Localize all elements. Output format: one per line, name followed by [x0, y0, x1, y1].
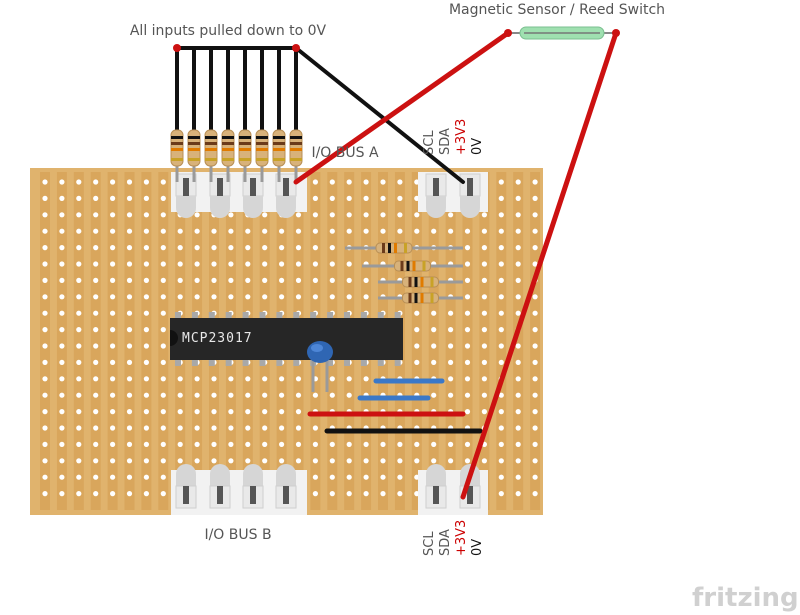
mcp23017-chip: MCP23017: [170, 312, 403, 366]
pulldown-resistors: [170, 48, 303, 182]
pulldown-resistor: [289, 129, 303, 167]
header-pin: [175, 464, 197, 509]
sensor-note: Magnetic Sensor / Reed Switch: [449, 2, 665, 18]
copper-strip: [40, 172, 50, 510]
copper-strip: [124, 172, 135, 510]
bottom-pin-sda: SDA: [438, 529, 453, 556]
header-pin: [425, 464, 447, 509]
bottom-pin-0v: 0V: [470, 539, 485, 556]
pulldown-resistor: [272, 129, 286, 167]
copper-strip: [496, 172, 507, 510]
bias-resistor: [375, 242, 413, 254]
copper-strip: [90, 172, 101, 510]
copper-strip: [158, 172, 169, 510]
copper-strip: [73, 172, 84, 510]
pulldown-note: All inputs pulled down to 0V: [130, 23, 327, 39]
header-pin: [209, 173, 231, 218]
pulldown-resistor: [204, 129, 218, 167]
header-pin: [459, 173, 481, 218]
io-bus-b-headers: [171, 464, 488, 515]
pulldown-resistor: [170, 129, 184, 167]
chip-label: MCP23017: [182, 331, 253, 346]
pulldown-resistor: [187, 129, 201, 167]
bottom-pin-scl: SCL: [422, 531, 437, 556]
bus-a-label: I/O BUS A: [311, 145, 379, 161]
header-pin: [275, 464, 297, 509]
wire-red-sensor-to-3v3: [460, 30, 619, 500]
io-bus-a-headers: [171, 172, 488, 218]
wire-red-sensor-to-bus-a: [293, 30, 511, 185]
top-pin-scl: SCL: [422, 130, 437, 155]
bottom-pin-3v3: +3V3: [454, 520, 469, 556]
capacitor: [307, 341, 333, 392]
reed-switch: [508, 26, 616, 40]
top-pin-3v3: +3V3: [454, 119, 469, 155]
copper-strip: [107, 172, 118, 510]
copper-strip: [445, 172, 456, 510]
bias-resistor: [402, 276, 439, 288]
pulldown-resistor: [238, 129, 252, 167]
copper-strip: [462, 172, 473, 510]
wire-black-to-0v: [294, 46, 465, 184]
header-pin: [425, 173, 447, 218]
bias-resistor: [402, 292, 439, 304]
pulldown-resistor: [221, 129, 235, 167]
top-pin-sda: SDA: [438, 128, 453, 155]
header-pin: [175, 173, 197, 218]
copper-strip: [411, 172, 422, 510]
copper-strip: [56, 172, 67, 510]
top-pin-0v: 0V: [470, 138, 485, 155]
header-pin: [275, 173, 297, 218]
copper-strip: [479, 172, 490, 510]
copper-strip: [530, 172, 541, 510]
header-pin: [209, 464, 231, 509]
fritzing-logo: fritzing: [692, 583, 799, 613]
bias-resistor: [394, 260, 431, 272]
header-pin: [242, 173, 264, 218]
copper-strip: [428, 172, 439, 510]
bus-b-label: I/O BUS B: [204, 527, 271, 543]
bias-resistors: [345, 242, 463, 304]
copper-strip: [141, 172, 152, 510]
pulldown-resistor: [255, 129, 269, 167]
header-pin: [242, 464, 264, 509]
copper-strip: [513, 172, 524, 510]
